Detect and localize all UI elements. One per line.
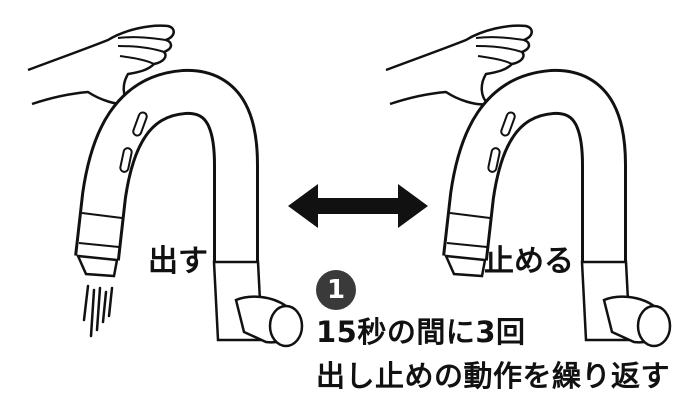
double-arrow-icon (288, 184, 428, 228)
faucet-icon (78, 92, 302, 346)
faucet-icon (446, 92, 670, 346)
instruction-line-2: 出し止めの動作を繰り返す (316, 359, 671, 393)
instruction-line-1: 15秒の間に3回 (316, 315, 526, 349)
step-number-badge: 1 (316, 270, 356, 310)
stop-label: 止める (484, 244, 574, 279)
dispense-label: 出す (148, 244, 208, 279)
water-stream-icon (82, 284, 114, 338)
